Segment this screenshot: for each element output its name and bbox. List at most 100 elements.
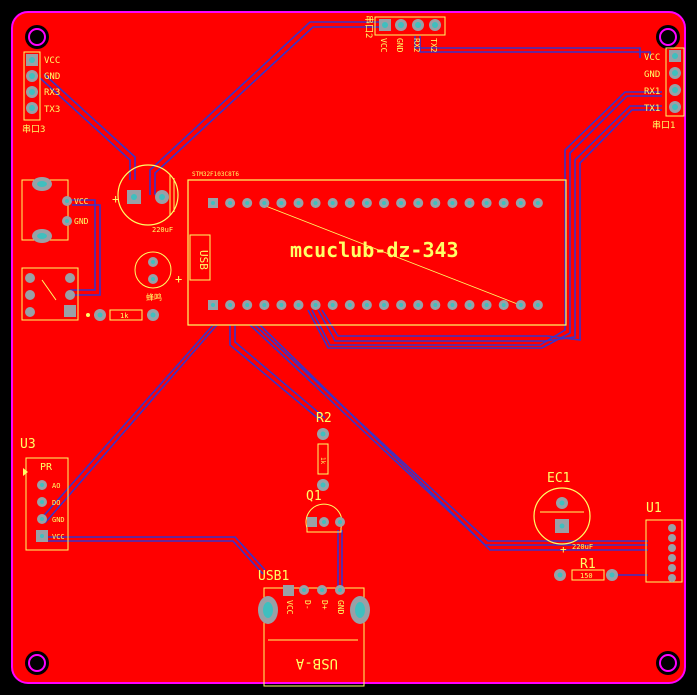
mcu-top-pin-hole: [501, 201, 506, 205]
mcu-bottom-pin-hole: [416, 303, 421, 307]
mcu-bottom-pin-hole: [467, 303, 472, 307]
mcu-top-pin-hole: [364, 201, 369, 205]
power-connector: [21, 177, 72, 243]
mcu-bottom-pin-hole: [279, 303, 284, 307]
r2-value: 1k: [319, 457, 326, 465]
right-vcc-label: VCC: [644, 53, 660, 63]
left-rx3-label: RX3: [44, 88, 60, 98]
pr-label: PR: [40, 462, 53, 473]
mcu-top-pin-hole: [330, 201, 335, 205]
mcu-top-pin-hole: [518, 201, 523, 205]
usb-a-label: USB-A: [295, 655, 338, 671]
top-vcc-label: VCC: [379, 38, 388, 53]
usb-dminus-label: D-: [303, 600, 312, 610]
mcu-top-pin-hole: [535, 201, 540, 205]
mcu-bottom-pin-hole: [399, 303, 404, 307]
u3-vcc-label: VCC: [52, 533, 65, 541]
ec1-plus: +: [560, 543, 567, 556]
conn-gnd-label: GND: [74, 217, 89, 226]
mcu-bottom-pin-hole: [450, 303, 455, 307]
mcu-top-pin-hole: [347, 201, 352, 205]
mcu-bottom-pin-hole: [245, 303, 250, 307]
u3-gnd-label: GND: [52, 516, 65, 524]
mcu-top-pin-hole: [245, 201, 250, 205]
sensor-u3: [23, 457, 69, 551]
mcu-top-pin-hole: [296, 201, 301, 205]
top-rx2-label: RX2: [412, 38, 421, 53]
ec1-value: 220uF: [572, 543, 593, 551]
mcu-module: [187, 179, 567, 326]
mcu-header-label: STM32F103C8T6: [192, 171, 239, 178]
mcu-top-pin-hole: [211, 201, 215, 205]
usb-box-label: USB: [197, 250, 210, 270]
project-title: mcuclub-dz-343: [290, 238, 459, 262]
left-vcc-label: VCC: [44, 56, 60, 66]
mcu-top-pin-hole: [399, 201, 404, 205]
mcu-top-pin-hole: [450, 201, 455, 205]
mcu-bottom-pin-hole: [296, 303, 301, 307]
mcu-bottom-pin-hole: [262, 303, 267, 307]
r2-label: R2: [316, 411, 332, 426]
mcu-bottom-pin-hole: [364, 303, 369, 307]
resistor-r1: [554, 569, 618, 581]
mcu-top-pin-hole: [313, 201, 318, 205]
ao-label: AO: [52, 482, 60, 490]
mcu-top-pin-hole: [416, 201, 421, 205]
mcu-bottom-pin-hole: [484, 303, 489, 307]
usb-vcc-label: VCC: [285, 600, 294, 615]
mcu-bottom-pin-hole: [211, 303, 215, 307]
buzzer-plus: +: [175, 272, 182, 286]
usb-dplus-label: D+: [320, 600, 329, 610]
do-label: DO: [52, 499, 60, 507]
right-tx1-label: TX1: [644, 104, 660, 114]
conn-vcc-label: VCC: [74, 197, 89, 206]
switch: [21, 267, 79, 321]
mcu-bottom-pin-hole: [347, 303, 352, 307]
port3-label: 串口3: [22, 124, 45, 135]
mcu-bottom-pin-hole: [501, 303, 506, 307]
ec1-label: EC1: [547, 471, 570, 486]
mcu-bottom-pin-hole: [433, 303, 438, 307]
q1-label: Q1: [306, 489, 322, 504]
mcu-top-pin-hole: [484, 201, 489, 205]
port1-label: 串口1: [652, 120, 675, 131]
mcu-bottom-pin-hole: [535, 303, 540, 307]
mcu-bottom-pin-hole: [313, 303, 318, 307]
mcu-top-pin-hole: [228, 201, 233, 205]
cap-top-plus: +: [112, 192, 119, 206]
mcu-top-pin-hole: [433, 201, 438, 205]
serial-port-3-header: [23, 51, 41, 121]
mcu-top-pin-hole: [262, 201, 267, 205]
top-gnd-label: GND: [395, 38, 404, 53]
mcu-bottom-pin-hole: [382, 303, 386, 307]
mcu-bottom-pin-hole: [330, 303, 335, 307]
resistor-1k: [86, 309, 159, 321]
mounting-holes: [25, 25, 680, 675]
u1-label: U1: [646, 501, 662, 516]
module-u1: [645, 519, 683, 583]
capacitor-top: [117, 164, 179, 226]
r1-value: 150: [580, 572, 593, 580]
usb-a-connector: [258, 585, 370, 687]
resistor-r2: [317, 428, 329, 491]
left-tx3-label: TX3: [44, 105, 60, 115]
cap-top-value: 220uF: [152, 226, 173, 234]
serial-port-1-header: [665, 47, 685, 117]
usb1-label: USB1: [258, 569, 289, 584]
res-1k-label: 1k: [120, 312, 129, 320]
buzzer: [134, 251, 172, 289]
right-rx1-label: RX1: [644, 87, 660, 97]
serial-port-2-header: [374, 16, 446, 36]
usb-gnd-label: GND: [336, 600, 345, 615]
mcu-top-pin-hole: [279, 201, 284, 205]
mcu-bottom-pin-hole: [518, 303, 523, 307]
traces: [39, 21, 662, 590]
transistor-q1: [305, 503, 345, 533]
top-tx2-label: TX2: [429, 38, 438, 53]
r1-label: R1: [580, 557, 596, 572]
mcu-top-pin-hole: [382, 201, 386, 205]
u3-label: U3: [20, 437, 36, 452]
buzzer-label: 蜂鸣: [146, 292, 162, 302]
